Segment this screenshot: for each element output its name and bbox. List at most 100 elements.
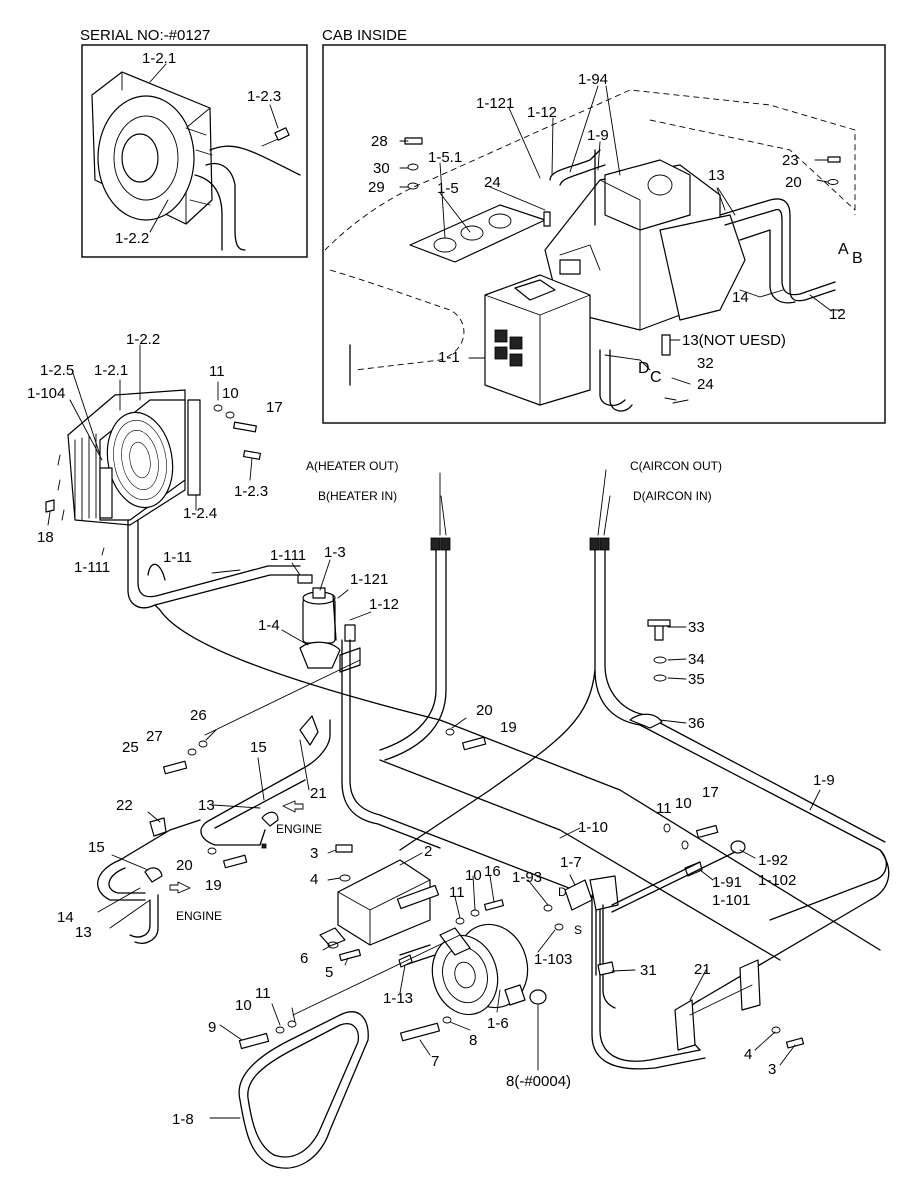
callout-1-3: 1-3: [324, 544, 346, 561]
callout-24-cab-top: 24: [484, 174, 501, 191]
callout-engine-lower: ENGINE: [176, 909, 222, 923]
callout-15-lower: 15: [88, 839, 105, 856]
callout-1-2-3-main: 1-2.3: [234, 483, 268, 500]
callout-1-2-5: 1-2.5: [40, 362, 74, 379]
callout-20-mid: 20: [476, 702, 493, 719]
callout-4-lower: 4: [744, 1046, 752, 1063]
callout-23: 23: [782, 152, 799, 169]
callout-17-top: 17: [266, 399, 283, 416]
callout-1-6: 1-6: [487, 1015, 509, 1032]
serial-heading: SERIAL NO:-#0127: [80, 27, 210, 44]
callout-1-93: 1-93: [512, 869, 542, 886]
callout-20-low: 20: [176, 857, 193, 874]
callout-C-cab: C: [650, 369, 662, 386]
callout-heater-out: A(HEATER OUT): [306, 459, 398, 473]
heater-loop-lines: [97, 719, 331, 944]
callout-D-cab: D: [638, 360, 650, 377]
callout-1-121-main: 1-121: [350, 571, 388, 588]
callout-1-2-2-main: 1-2.2: [126, 331, 160, 348]
cab-inside-heading: CAB INSIDE: [322, 27, 407, 44]
callout-7: 7: [431, 1053, 439, 1070]
callout-1-4: 1-4: [258, 617, 280, 634]
callout-13-cab: 13: [708, 167, 725, 184]
callout-11-low: 11: [255, 985, 271, 1002]
callout-3-upper: 3: [310, 845, 318, 862]
callout-21-right: 21: [694, 961, 711, 978]
callout-10-mid: 10: [465, 867, 482, 884]
callout-B-cab: B: [852, 250, 863, 267]
callout-16: 16: [484, 863, 501, 880]
callout-36: 36: [688, 715, 705, 732]
callout-10-right: 10: [675, 795, 692, 812]
hose-1-9-and-1-10: [379, 759, 890, 1070]
callout-14-low: 14: [57, 909, 74, 926]
callout-22: 22: [116, 797, 133, 814]
compressor-fasteners: [238, 823, 805, 1050]
callout-27: 27: [146, 728, 163, 745]
callout-33: 33: [688, 619, 705, 636]
callout-19-low: 19: [205, 877, 222, 894]
cab-interior-outline: [324, 89, 856, 386]
callout-8-serial: 8(-#0004): [506, 1073, 571, 1090]
callout-1-10: 1-10: [578, 819, 608, 836]
callout-1-2-1-top: 1-2.1: [142, 50, 176, 67]
callout-1-121-cab: 1-121: [476, 95, 514, 112]
callout-20-cab: 20: [785, 174, 802, 191]
control-panel: [409, 204, 546, 263]
callout-1-103: 1-103: [534, 951, 572, 968]
callout-heater-in: B(HEATER IN): [318, 489, 397, 503]
callout-34: 34: [688, 651, 705, 668]
callout-1-5: 1-5: [437, 180, 459, 197]
callout-1-7: 1-7: [560, 854, 582, 871]
brackets-21-right: [674, 959, 761, 1051]
callout-D-small: D: [558, 885, 567, 899]
callout-6: 6: [300, 950, 308, 967]
clamps-and-fasteners: [144, 619, 671, 883]
callout-3-lower: 3: [768, 1061, 776, 1078]
callout-10-low: 10: [235, 997, 252, 1014]
valve-block-1-7: [564, 875, 619, 1009]
callout-1-2-4: 1-2.4: [183, 505, 217, 522]
cab-fasteners: [543, 156, 841, 401]
callout-17-right: 17: [702, 784, 719, 801]
callout-10-top: 10: [222, 385, 239, 402]
callout-1-1: 1-1: [438, 349, 460, 366]
compressor-leader-lines: [209, 849, 796, 1119]
callout-4-upper: 4: [310, 871, 318, 888]
callout-1-12-main: 1-12: [369, 596, 399, 613]
callout-13-lower: 13: [75, 924, 92, 941]
callout-31: 31: [640, 962, 657, 979]
callout-13-not-used: 13(NOT UESD): [682, 332, 786, 349]
callout-1-102: 1-102: [758, 872, 796, 889]
callout-13-upper: 13: [198, 797, 215, 814]
callout-28: 28: [371, 133, 388, 150]
callout-11-mid: 11: [449, 884, 465, 901]
condenser-assembly: [57, 389, 186, 526]
callout-32: 32: [697, 355, 714, 372]
callout-1-2-2-top: 1-2.2: [115, 230, 149, 247]
callout-aircon-in: D(AIRCON IN): [633, 489, 712, 503]
callout-1-13: 1-13: [383, 990, 413, 1007]
compressor-1-6: [399, 923, 529, 1016]
callout-1-9-main: 1-9: [813, 772, 835, 789]
callout-1-8: 1-8: [172, 1111, 194, 1128]
callout-S-small: S: [574, 923, 582, 937]
callout-5: 5: [325, 964, 333, 981]
callout-29: 29: [368, 179, 385, 196]
callout-1-92: 1-92: [758, 852, 788, 869]
callout-15-upper: 15: [250, 739, 267, 756]
bracket-2: [319, 859, 440, 947]
callout-1-104: 1-104: [27, 385, 65, 402]
main-leader-lines: [97, 469, 821, 929]
callout-18: 18: [37, 529, 54, 546]
callout-aircon-out: C(AIRCON OUT): [630, 459, 722, 473]
callout-1-2-3-top: 1-2.3: [247, 88, 281, 105]
hvac-unit: [544, 159, 746, 331]
cab-heater-hoses: [549, 149, 836, 412]
callout-1-111-mid: 1-111: [270, 547, 306, 564]
callout-engine-upper: ENGINE: [276, 822, 322, 836]
callout-14-cab: 14: [732, 289, 749, 306]
callout-1-9-cab: 1-9: [587, 127, 609, 144]
callout-2: 2: [424, 843, 432, 860]
